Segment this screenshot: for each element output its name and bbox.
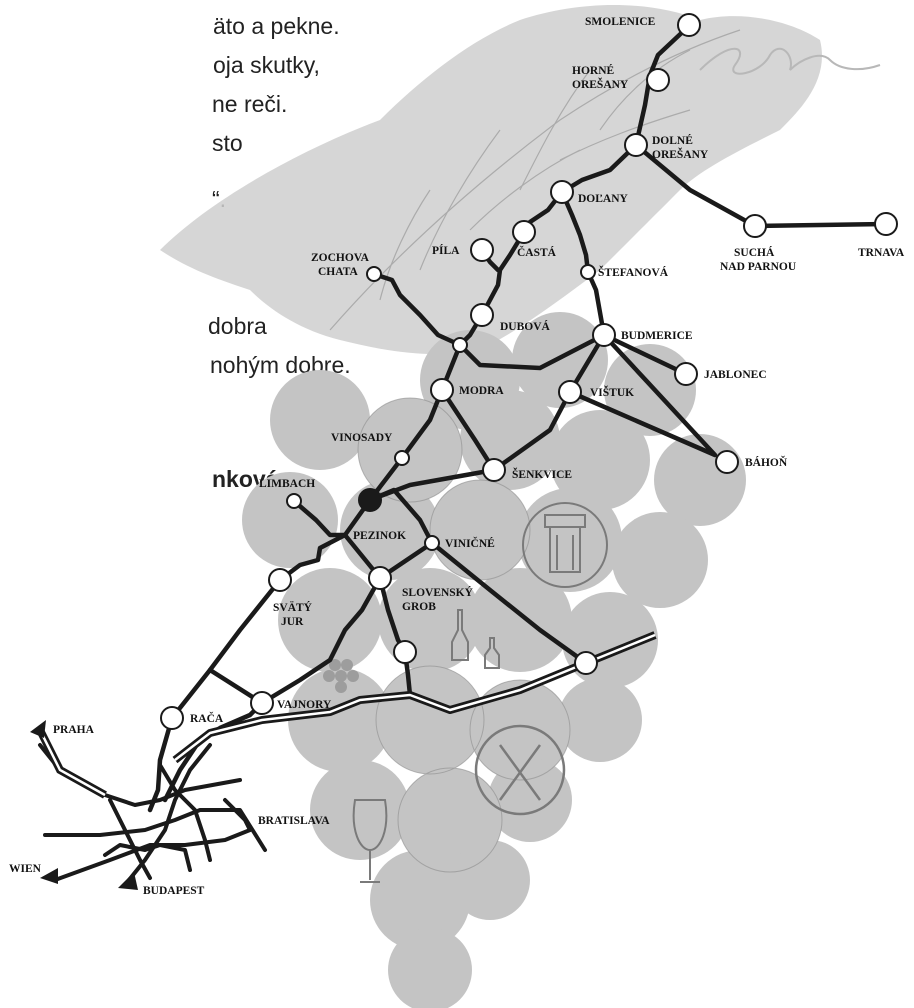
label-budapest: BUDAPEST xyxy=(143,885,205,897)
stop-modra[interactable] xyxy=(430,378,454,402)
stop-dolany[interactable] xyxy=(550,180,574,204)
label-senkvice: ŠENKVICE xyxy=(512,467,572,481)
label-sucha: NAD PARNOU xyxy=(720,261,797,273)
label-sucha: SUCHÁ xyxy=(734,245,775,259)
label-praha: PRAHA xyxy=(53,724,95,736)
grape-cluster-illustration xyxy=(242,312,746,1008)
bratislava-streets xyxy=(38,743,267,887)
praha-arrow-icon xyxy=(30,720,46,738)
label-trnava: TRNAVA xyxy=(858,247,905,259)
wine-glass-icon xyxy=(352,799,388,883)
stop-budmerice[interactable] xyxy=(592,323,616,347)
label-dolne-oresany: OREŠANY xyxy=(652,147,709,161)
label-stefanova: ŠTEFANOVÁ xyxy=(598,265,669,279)
prose-line: ne reči. xyxy=(212,91,288,117)
budapest-arrow-icon xyxy=(118,872,138,890)
label-limbach: LIMBACH xyxy=(259,478,315,490)
signature-flourish xyxy=(699,47,881,75)
label-bahon: BÁHOŇ xyxy=(745,455,788,469)
label-slovensky-grob: SLOVENSKÝ xyxy=(402,585,474,599)
wien-arrow-icon xyxy=(40,868,58,884)
grapes-icon xyxy=(323,659,359,693)
stop-casta[interactable] xyxy=(512,220,536,244)
grape-leaf-illustration xyxy=(160,5,822,355)
label-raca: RAČA xyxy=(190,711,224,725)
label-zochova-chata: ZOCHOVA xyxy=(311,252,370,264)
stop-zochova-chata[interactable] xyxy=(366,266,382,282)
label-dolne-oresany: DOLNÉ xyxy=(652,133,693,147)
stop-trnava[interactable] xyxy=(874,212,898,236)
stop-pila[interactable] xyxy=(470,238,494,262)
praha-road xyxy=(36,728,107,799)
label-vinosady: VINOSADY xyxy=(331,432,393,444)
stop-vajnory[interactable] xyxy=(250,691,274,715)
label-svaty-jur: SVÄTÝ xyxy=(273,600,313,614)
stop-dolne-oresany[interactable] xyxy=(624,133,648,157)
leaf-veins xyxy=(329,29,741,331)
label-jablonec: JABLONEC xyxy=(704,369,767,381)
stop-jablonec[interactable] xyxy=(674,362,698,386)
label-vinicne: VINIČNÉ xyxy=(445,536,495,550)
prose-line: äto a pekne. xyxy=(213,13,340,39)
stops xyxy=(160,13,898,730)
stop-vinicne[interactable] xyxy=(424,535,440,551)
stop-grob-south[interactable] xyxy=(393,640,417,664)
town-labels: SMOLENICE HORNÉ OREŠANY DOLNÉ OREŠANY DO… xyxy=(190,16,905,827)
stop-limbach[interactable] xyxy=(286,493,302,509)
label-vajnory: VAJNORY xyxy=(277,699,332,711)
label-horne-oresany: OREŠANY xyxy=(572,77,629,91)
direction-arrows xyxy=(30,720,138,890)
label-dolany: DOĽANY xyxy=(578,193,629,205)
label-bratislava: BRATISLAVA xyxy=(258,815,330,827)
label-svaty-jur: JUR xyxy=(281,616,304,628)
prose-line: sto xyxy=(212,130,243,156)
label-wien: WIEN xyxy=(9,863,42,875)
label-horne-oresany: HORNÉ xyxy=(572,63,615,77)
stop-pezinok-current[interactable] xyxy=(358,488,382,512)
label-casta: ČASTÁ xyxy=(517,245,557,259)
label-vistuk: VIŠTUK xyxy=(590,385,634,399)
shears-icon xyxy=(474,724,566,816)
bottles-icon xyxy=(451,609,500,669)
label-dubova: DUBOVÁ xyxy=(500,319,551,333)
prose-line: dobra xyxy=(208,313,267,339)
wine-press-icon xyxy=(522,502,608,588)
label-smolenice: SMOLENICE xyxy=(585,16,656,28)
stop-dubova[interactable] xyxy=(470,303,494,327)
stop-sucha[interactable] xyxy=(743,214,767,238)
stop-senkvice[interactable] xyxy=(482,458,506,482)
highway xyxy=(172,631,657,764)
stop-vinosady[interactable] xyxy=(394,450,410,466)
stop-raca[interactable] xyxy=(160,706,184,730)
stop-vistuk[interactable] xyxy=(558,380,582,404)
stop-highway-east[interactable] xyxy=(574,651,598,675)
stop-stefanova[interactable] xyxy=(580,264,596,280)
label-pezinok: PEZINOK xyxy=(353,530,406,542)
stop-svaty-jur[interactable] xyxy=(268,568,292,592)
cluster-outlines xyxy=(357,397,571,873)
stop-junction-dubova[interactable] xyxy=(452,337,468,353)
stop-slovensky-grob[interactable] xyxy=(368,566,392,590)
label-slovensky-grob: GROB xyxy=(402,601,436,613)
direction-labels: PRAHA WIEN BUDAPEST xyxy=(9,724,205,897)
stop-horne-oresany[interactable] xyxy=(646,68,670,92)
label-budmerice: BUDMERICE xyxy=(621,330,693,342)
label-modra: MODRA xyxy=(459,385,504,397)
stop-bahon[interactable] xyxy=(715,450,739,474)
prose-line: oja skutky, xyxy=(213,52,320,78)
label-pila: PÍLA xyxy=(432,243,460,257)
stop-smolenice[interactable] xyxy=(677,13,701,37)
label-zochova-chata: CHATA xyxy=(318,266,359,278)
